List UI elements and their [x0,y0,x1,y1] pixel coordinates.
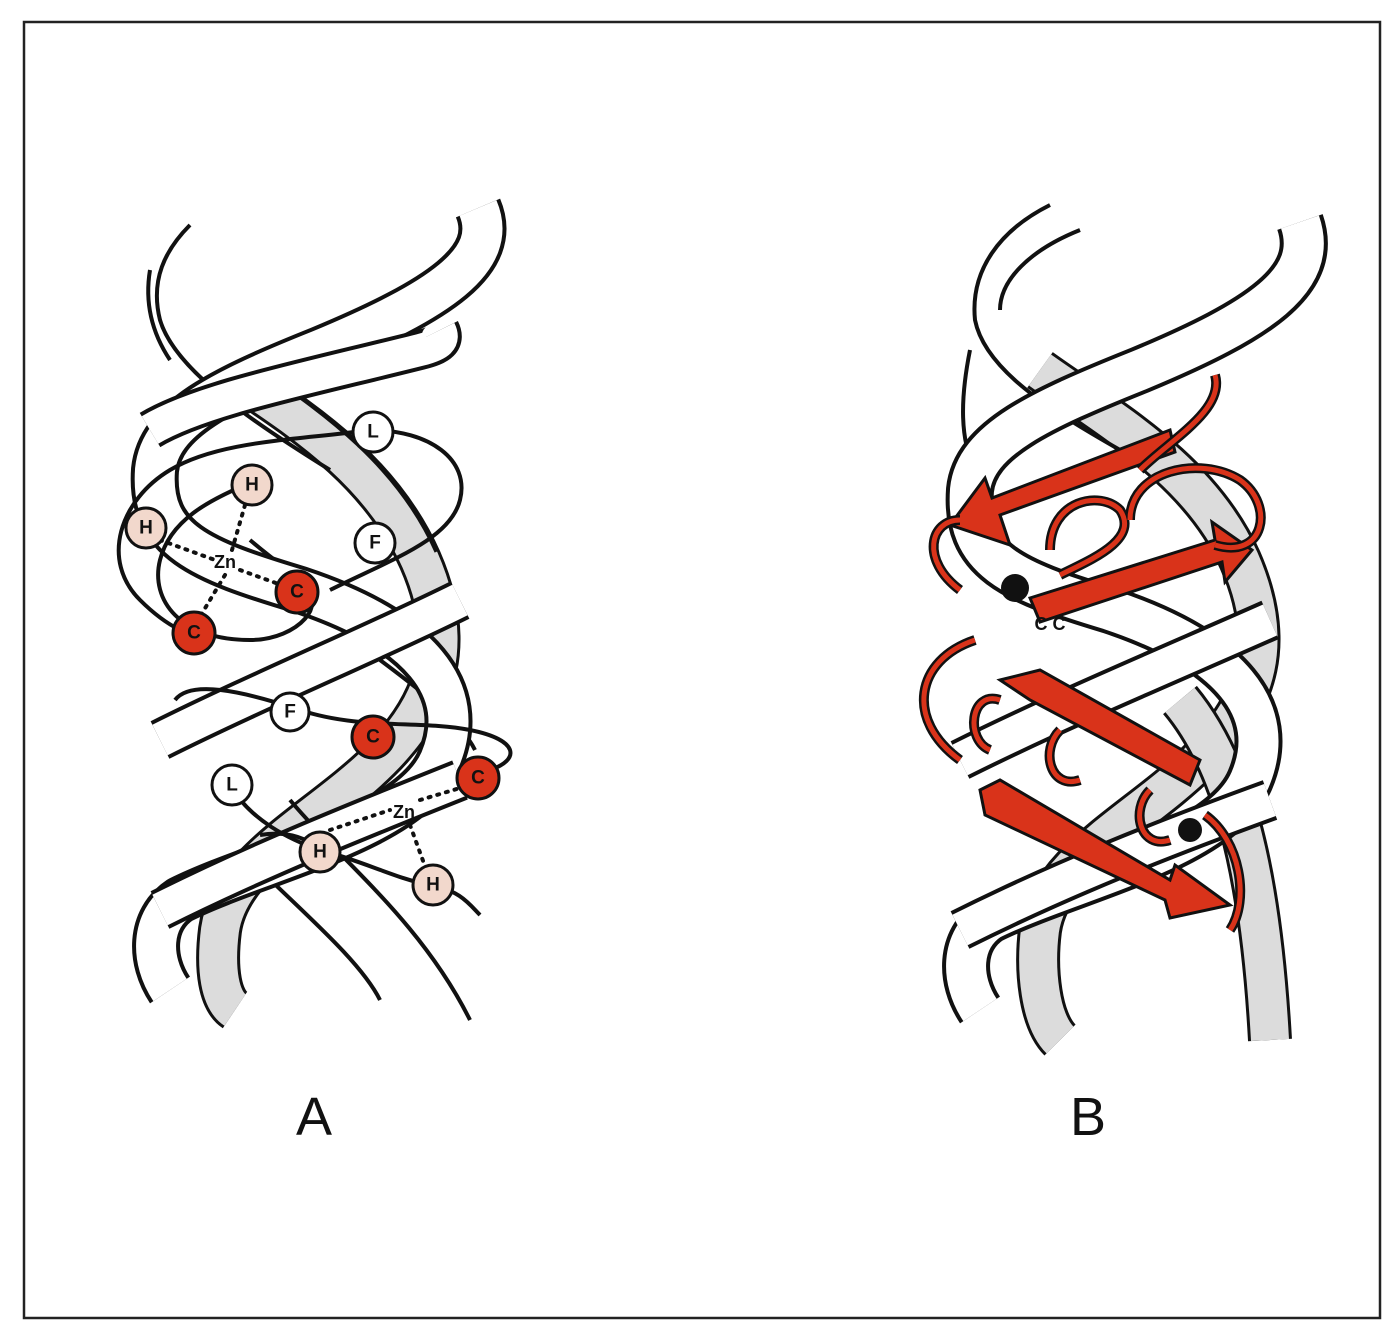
figure-frame [22,20,1382,1320]
residue-c-lower-1: C [350,714,396,760]
zinc-label-upper: Zn [214,552,236,572]
svg-text:C: C [290,582,304,603]
residue-c-lower-2: C [455,755,501,801]
svg-text:C: C [187,623,201,644]
panel-b-label: B [1070,1087,1107,1147]
svg-text:H: H [139,518,153,539]
svg-text:H: H [426,875,440,896]
beta-strand-3 [996,668,1202,788]
beta-strand-2 [1027,518,1255,624]
panel-a-label: A [296,1087,333,1147]
residue-h-upper-2: H [124,506,168,550]
residue-h-lower-1: H [298,830,342,874]
protein-helix-b-red [921,374,1264,932]
residue-h-upper-1: H [230,463,274,507]
svg-text:H: H [313,842,327,863]
svg-text:F: F [284,702,296,723]
residue-l-lower: L [210,763,254,807]
svg-text:C: C [471,768,485,789]
svg-text:H: H [245,475,259,496]
svg-text:C: C [366,727,380,748]
residue-c-upper-1: C [274,569,320,615]
panel-b-diagram: C C [918,203,1328,1056]
beta-strand-4 [978,778,1234,920]
panel-a-diagram: Zn Zn L H H F C C F [116,198,513,1029]
residue-f-lower: F [269,691,311,733]
zinc-label-lower: Zn [393,802,415,822]
svg-text:F: F [369,533,381,554]
svg-text:L: L [367,422,379,443]
residue-c-upper-2: C [171,610,217,656]
residue-f-upper: F [353,521,397,565]
svg-text:L: L [226,775,238,796]
protein-beta-strands-b [947,427,1255,920]
residue-h-lower-2: H [411,863,455,907]
dna-front-strand-a2 [139,321,470,929]
zinc-atom-lower [1178,818,1202,842]
zinc-atom-upper [1001,574,1029,602]
residue-l-upper: L [351,410,395,454]
cysteine-pair-label: C C [1035,614,1066,634]
